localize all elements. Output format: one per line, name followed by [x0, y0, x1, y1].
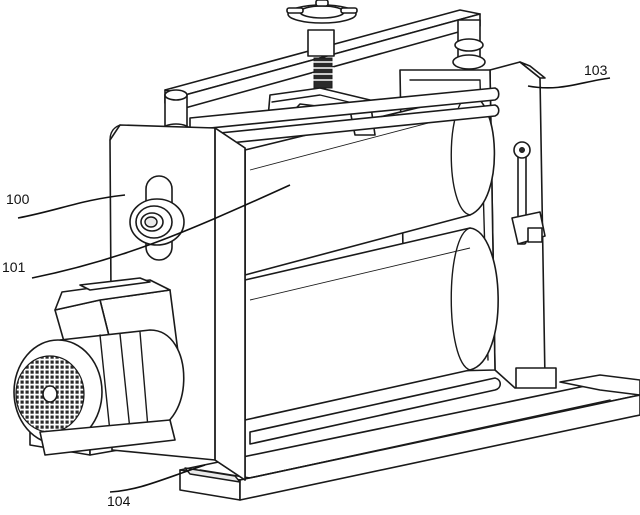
leader-line-103: [527, 77, 611, 89]
lower-roller: [244, 227, 499, 421]
leader-line-101: [31, 184, 291, 279]
label-104: 104: [107, 493, 131, 509]
handwheel: [286, 0, 358, 24]
guide-post-right: [452, 19, 486, 70]
electric-motor: [13, 277, 185, 456]
label-100: 100: [6, 191, 30, 207]
lever-handle: [511, 141, 546, 245]
label-103: 103: [584, 62, 608, 78]
label-101: 101: [2, 259, 26, 275]
adjustment-screw: [307, 29, 335, 89]
leader-line-104: [109, 464, 206, 493]
lower-tie-rod: [249, 377, 502, 445]
fan-cover: [13, 339, 103, 445]
leader-line-100: [17, 194, 126, 219]
horizontal-rods: [189, 87, 500, 147]
